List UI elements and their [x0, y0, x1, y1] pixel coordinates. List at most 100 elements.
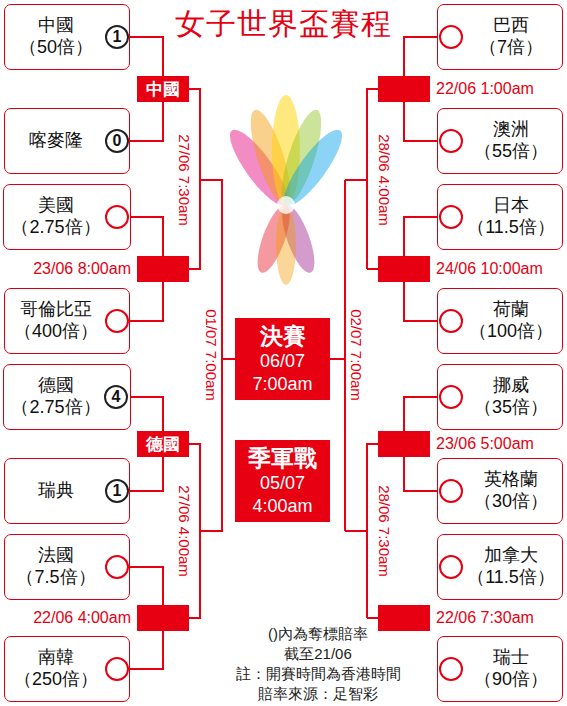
node-title: 英格蘭 — [484, 469, 538, 491]
logo-center — [277, 196, 295, 214]
result-circle — [440, 658, 462, 680]
node-detail: （11.5倍） — [467, 567, 555, 589]
node-title: 4 — [112, 389, 121, 405]
node-title: 澳洲 — [493, 119, 529, 141]
bracket-line — [344, 180, 346, 531]
node-title: 季軍戰 — [248, 445, 317, 473]
result-circle — [440, 480, 462, 502]
node-title: 0 — [113, 133, 122, 149]
final-box: 決賽06/07 7:00am — [235, 318, 330, 400]
score-circle: 1 — [105, 479, 129, 503]
bracket-line — [367, 617, 378, 619]
bracket-line — [345, 530, 367, 532]
result-circle — [440, 386, 462, 408]
node-detail: （250倍） — [14, 669, 98, 691]
logo-petal — [276, 205, 296, 285]
score-circle: 1 — [105, 25, 129, 49]
match-time: 01/07 7:00am — [203, 309, 220, 401]
node-title: 荷蘭 — [493, 299, 529, 321]
match-time: 23/06 8:00am — [33, 260, 131, 278]
node-title: 挪威 — [493, 375, 529, 397]
match-box — [378, 256, 430, 282]
node-title: 南韓 — [38, 647, 74, 669]
node-detail: （35倍） — [474, 397, 548, 419]
team-box: 法國（7.5倍） — [4, 534, 130, 600]
node-title: 1 — [113, 29, 122, 45]
node-title: 日本 — [493, 195, 529, 217]
node-detail: （30倍） — [474, 491, 548, 513]
node-title: 1 — [113, 483, 122, 499]
match-time: 02/07 7:00am — [348, 309, 365, 401]
team-box: 巴西（7倍） — [437, 4, 563, 70]
match-box — [378, 605, 430, 631]
winner-box: 德國 — [137, 431, 189, 457]
bracket-lines — [130, 37, 437, 669]
bracket-line — [130, 631, 163, 669]
score-circle: 4 — [104, 385, 128, 409]
team-box: 瑞士（90倍） — [437, 636, 563, 702]
result-circles — [106, 26, 462, 680]
node-title: 決賽 — [260, 323, 306, 351]
node-detail: 05/07 4:00am — [247, 472, 319, 517]
bracket-line — [404, 217, 437, 256]
bracket-line — [367, 268, 378, 270]
team-box: 喀麥隆 0 — [4, 108, 130, 174]
node-detail: （2.75倍） — [11, 397, 100, 419]
match-time: 24/06 10:00am — [436, 260, 543, 278]
match-time: 22/06 7:30am — [436, 609, 534, 627]
score-circle: 0 — [105, 129, 129, 153]
match-time: 22/06 1:00am — [436, 80, 534, 98]
node-title: 加拿大 — [484, 545, 538, 567]
result-circle — [440, 310, 462, 332]
note: 截至21/06 — [284, 646, 352, 663]
node-title: 美國 — [38, 195, 74, 217]
bracket-line — [404, 37, 437, 76]
node-detail: （50倍） — [19, 37, 93, 59]
node-detail: （11.5倍） — [467, 217, 555, 239]
result-circle — [106, 658, 128, 680]
team-box: 德國（2.75倍） 4 — [3, 364, 131, 430]
match-box — [137, 256, 189, 282]
node-detail: （55倍） — [474, 141, 548, 163]
match-time: 28/06 4:00am — [376, 134, 393, 226]
node-title: 中國 — [38, 15, 74, 37]
result-circle — [440, 206, 462, 228]
note: 註：開賽時間為香港時間 — [236, 666, 401, 683]
match-time: 27/06 7:30am — [176, 134, 193, 226]
match-box — [378, 431, 430, 457]
node-title: 中國 — [146, 81, 180, 98]
bracket-line — [345, 179, 367, 181]
match-time: 27/06 4:00am — [176, 485, 193, 577]
node-detail: （90倍） — [474, 669, 548, 691]
node-title: 瑞士 — [493, 647, 529, 669]
node-title: 德國 — [146, 436, 180, 453]
team-box: 中國（50倍） 1 — [4, 4, 130, 70]
node-detail: （7倍） — [479, 37, 543, 59]
note: 賠率來源：足智彩 — [258, 686, 378, 703]
team-box: 日本（11.5倍） — [437, 184, 563, 250]
bracket-line — [404, 397, 437, 431]
node-title: 巴西 — [493, 15, 529, 37]
team-box: 澳洲（55倍） — [437, 108, 563, 174]
node-detail: （400倍） — [14, 321, 98, 343]
result-circle — [440, 556, 462, 578]
match-boxes — [137, 76, 430, 631]
team-box: 荷蘭（100倍） — [437, 288, 563, 354]
match-box — [378, 76, 430, 102]
result-circle — [106, 206, 128, 228]
node-title: 喀麥隆 — [29, 130, 83, 152]
team-box: 英格蘭（30倍） — [437, 458, 563, 524]
node-detail: （2.75倍） — [11, 217, 100, 239]
node-title: 法國 — [38, 545, 74, 567]
node-title: 德國 — [38, 375, 74, 397]
bracket-line — [404, 457, 437, 491]
node-detail: （100倍） — [469, 321, 553, 343]
node-detail: （7.5倍） — [16, 567, 95, 589]
bracket-connector — [130, 37, 163, 76]
match-time: 23/06 5:00am — [436, 435, 534, 453]
team-box: 加拿大（11.5倍） — [437, 534, 563, 600]
bracket-connector — [130, 457, 163, 491]
node-title: 哥倫比亞 — [20, 299, 92, 321]
bracket-line — [130, 567, 163, 605]
team-box: 瑞典1 — [4, 458, 130, 524]
